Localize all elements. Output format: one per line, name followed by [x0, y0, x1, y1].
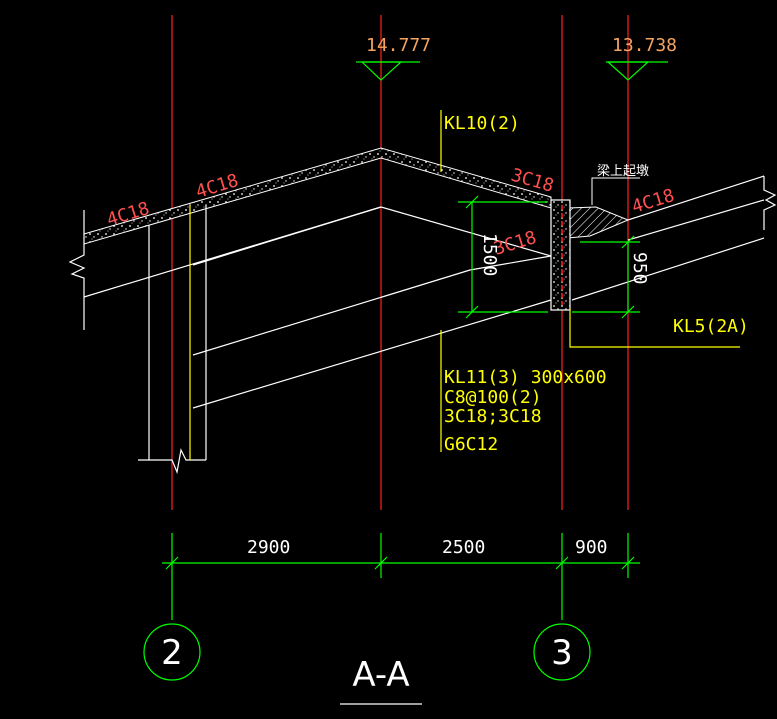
dim-height-right-label: 950 [629, 252, 650, 285]
kl11-line-4: G6C12 [444, 434, 498, 455]
kl10-label: KL10(2) [444, 113, 520, 134]
kl10-annotation: KL10(2) [440, 110, 520, 172]
kl11-line-3: 3C18;3C18 [444, 406, 542, 427]
dim-height-left-label: 1500 [479, 233, 500, 276]
roof-slab [83, 147, 552, 245]
slab-extension [627, 175, 777, 241]
axis-bubble-2: 2 [143, 623, 201, 681]
axis-label-2: 2 [161, 633, 183, 673]
span-label-2: 2500 [442, 537, 485, 558]
axis-bubble-3: 3 [533, 623, 591, 681]
left-termination [68, 210, 86, 330]
elevation-label-2: 13.738 [612, 35, 677, 56]
elevation-marker-2: 13.738 [606, 35, 677, 81]
kl5-label: KL5(2A) [673, 316, 749, 337]
inclined-beams [83, 206, 765, 409]
kl5-beam-section [550, 199, 571, 311]
kl11-annotation: KL11(3) 300x600 C8@100(2) 3C18;3C18 G6C1… [440, 330, 607, 455]
raised-label: 梁上起墩 [597, 164, 649, 179]
raised-annotation: 梁上起墩 [591, 164, 649, 205]
elevation-label-1: 14.777 [366, 35, 431, 56]
span-label-3: 900 [575, 537, 608, 558]
dim-height-right [572, 235, 640, 319]
raised-block-hatch [567, 206, 630, 239]
kl5-annotation: KL5(2A) [569, 308, 749, 348]
span-dimensions [162, 533, 640, 620]
axis-label-3: 3 [551, 633, 573, 673]
kl11-line-2: C8@100(2) [444, 387, 542, 408]
dim-height-left [458, 195, 548, 319]
elevation-marker-1: 14.777 [356, 35, 431, 81]
left-column [138, 205, 207, 475]
rebar-label-4: 4C18 [629, 185, 677, 218]
kl11-line-1: KL11(3) 300x600 [444, 367, 607, 388]
span-label-1: 2900 [247, 537, 290, 558]
section-title: A-A [340, 655, 422, 705]
section-title-text: A-A [352, 655, 409, 695]
